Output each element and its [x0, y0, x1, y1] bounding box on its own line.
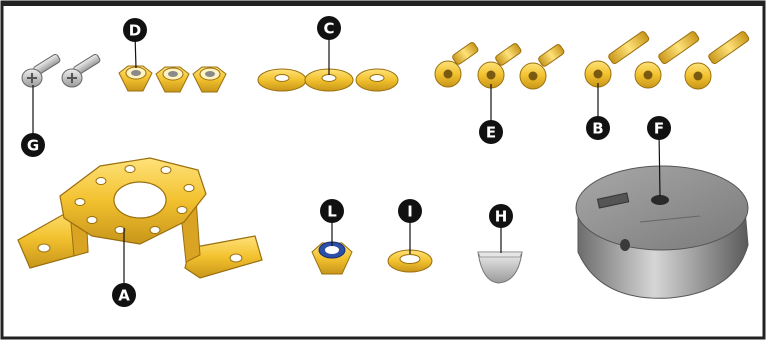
callout-e-label: E [486, 124, 496, 142]
callout-e: E [479, 120, 503, 144]
callout-g: G [21, 133, 45, 157]
washer-c-3 [356, 69, 398, 91]
callout-a-label: A [118, 287, 130, 305]
callout-i: I [398, 199, 422, 223]
callout-c-label: C [323, 20, 334, 38]
callout-c: C [317, 16, 341, 40]
callout-d: D [123, 18, 147, 42]
callout-h-label: H [495, 208, 508, 226]
washer-c-1 [258, 69, 306, 91]
callout-b-label: B [592, 120, 603, 138]
round-weight-f [576, 166, 748, 298]
callout-f-label: F [654, 120, 664, 138]
callout-a: A [112, 283, 136, 307]
callout-l-label: L [327, 203, 337, 221]
callout-g-label: G [27, 137, 39, 155]
callout-d-label: D [129, 22, 141, 40]
callout-b: B [586, 116, 610, 140]
callout-f: F [647, 116, 671, 140]
callout-h: H [489, 204, 513, 228]
callout-l: L [320, 199, 344, 223]
callout-i-label: I [407, 203, 413, 221]
